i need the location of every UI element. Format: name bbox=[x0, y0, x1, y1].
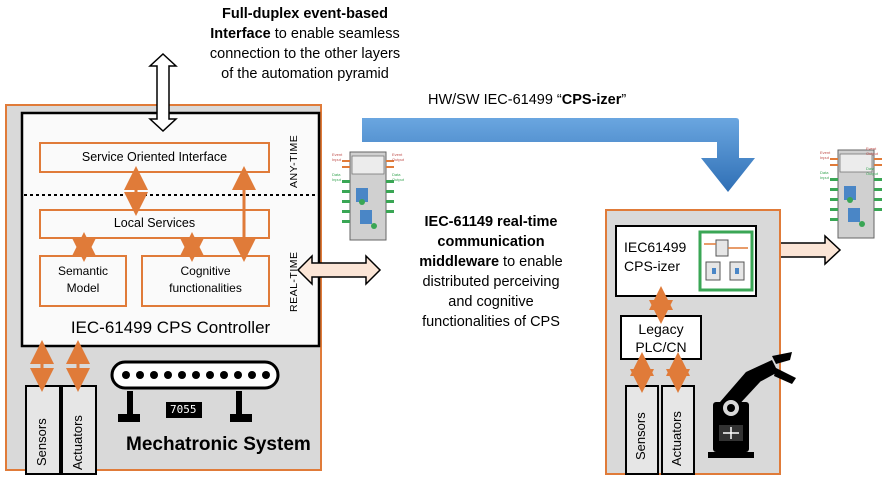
izer-line2: CPS-izer bbox=[624, 258, 681, 274]
left-actuators-box bbox=[61, 385, 97, 475]
right-izer-box bbox=[615, 225, 757, 297]
cps-izer-suffix: ” bbox=[621, 92, 627, 108]
semantic-model-label: Semantic Model bbox=[40, 263, 126, 297]
legacy-line2: PLC/CN bbox=[635, 339, 687, 355]
top-note-line1: Full-duplex event-based bbox=[222, 6, 388, 22]
fb-mid-data-in: Data Input bbox=[332, 172, 341, 182]
local-services-label: Local Services bbox=[113, 216, 196, 230]
cps-izer-arrow-label: HW/SW IEC-61499 “CPS-izer” bbox=[428, 92, 626, 108]
cps-izer-bold: CPS-izer bbox=[561, 92, 622, 108]
izer-line1: IEC61499 bbox=[624, 239, 687, 255]
local-services-box bbox=[39, 209, 270, 239]
middleware-line5: and cognitive bbox=[448, 294, 534, 310]
fb-mid-event-out: Event Output bbox=[392, 152, 405, 162]
cps-izer-prefix: HW/SW IEC-61499 “ bbox=[428, 92, 562, 108]
service-interface-box bbox=[39, 142, 270, 173]
any-time-label: ANY-TIME bbox=[288, 134, 300, 188]
right-sensors-box bbox=[625, 385, 659, 475]
middleware-line1: IEC-61149 real-time bbox=[424, 214, 558, 230]
top-note: Full-duplex event-based Interface to ena… bbox=[180, 4, 430, 84]
right-actuators-label: Actuators bbox=[669, 411, 684, 466]
legacy-label: Legacy PLC/CN bbox=[621, 320, 701, 356]
cognitive-line2: functionalities bbox=[169, 281, 242, 295]
top-note-line2-bold: Interface bbox=[210, 26, 271, 42]
fb-right-data-out: Data Output bbox=[866, 166, 879, 176]
fb-block-icon-middle bbox=[342, 151, 394, 241]
middleware-line3-rest: to enable bbox=[499, 254, 563, 270]
izer-fb-network-icon bbox=[698, 230, 754, 292]
right-sensors-label: Sensors bbox=[633, 412, 648, 460]
left-sensors-box bbox=[25, 385, 61, 475]
middleware-line3-bold: middleware bbox=[419, 254, 500, 270]
top-duplex-arrow bbox=[148, 52, 178, 133]
controller-label: IEC-61499 CPS Controller bbox=[70, 318, 271, 337]
top-note-line2-rest: to enable seamless bbox=[270, 26, 400, 42]
top-note-line3: connection to the other layers bbox=[209, 46, 401, 62]
middle-duplex-arrow bbox=[296, 254, 382, 286]
legacy-line1: Legacy bbox=[638, 321, 684, 337]
real-time-label: REAL-TIME bbox=[288, 251, 300, 312]
cognitive-label: Cognitive functionalities bbox=[142, 263, 269, 297]
fb-right-event-in: Event Input bbox=[820, 150, 831, 160]
semantic-line1: Semantic bbox=[57, 264, 109, 278]
cognitive-box bbox=[141, 255, 270, 307]
middleware-line4: distributed perceiving bbox=[422, 274, 560, 290]
izer-label: IEC61499 CPS-izer bbox=[624, 238, 686, 276]
left-sensors-label: Sensors bbox=[34, 418, 49, 466]
cps-izer-blue-arrow bbox=[362, 118, 755, 192]
left-actuators-label: Actuators bbox=[70, 415, 85, 470]
top-note-line4: of the automation pyramid bbox=[221, 66, 389, 82]
middleware-note: IEC-61149 real-time communication middle… bbox=[382, 212, 600, 332]
middleware-line2: communication bbox=[437, 234, 545, 250]
fb-right-event-out: Event Output bbox=[866, 146, 879, 156]
conveyor-icon bbox=[110, 360, 280, 422]
service-interface-label: Service Oriented Interface bbox=[81, 150, 228, 164]
fb-mid-event-in: Event Input bbox=[332, 152, 343, 162]
fb-mid-data-out: Data Output bbox=[392, 172, 405, 182]
mechatronic-label: Mechatronic System bbox=[126, 434, 311, 455]
fb-block-icon-right bbox=[830, 149, 882, 239]
right-actuators-box bbox=[661, 385, 695, 475]
conveyor-display: 7055 bbox=[170, 403, 197, 416]
semantic-line2: Model bbox=[66, 281, 100, 295]
robot-arm-icon bbox=[708, 352, 796, 458]
cognitive-line1: Cognitive bbox=[180, 264, 231, 278]
middleware-line6: functionalities of CPS bbox=[422, 314, 560, 330]
fb-right-data-in: Data Input bbox=[820, 170, 829, 180]
